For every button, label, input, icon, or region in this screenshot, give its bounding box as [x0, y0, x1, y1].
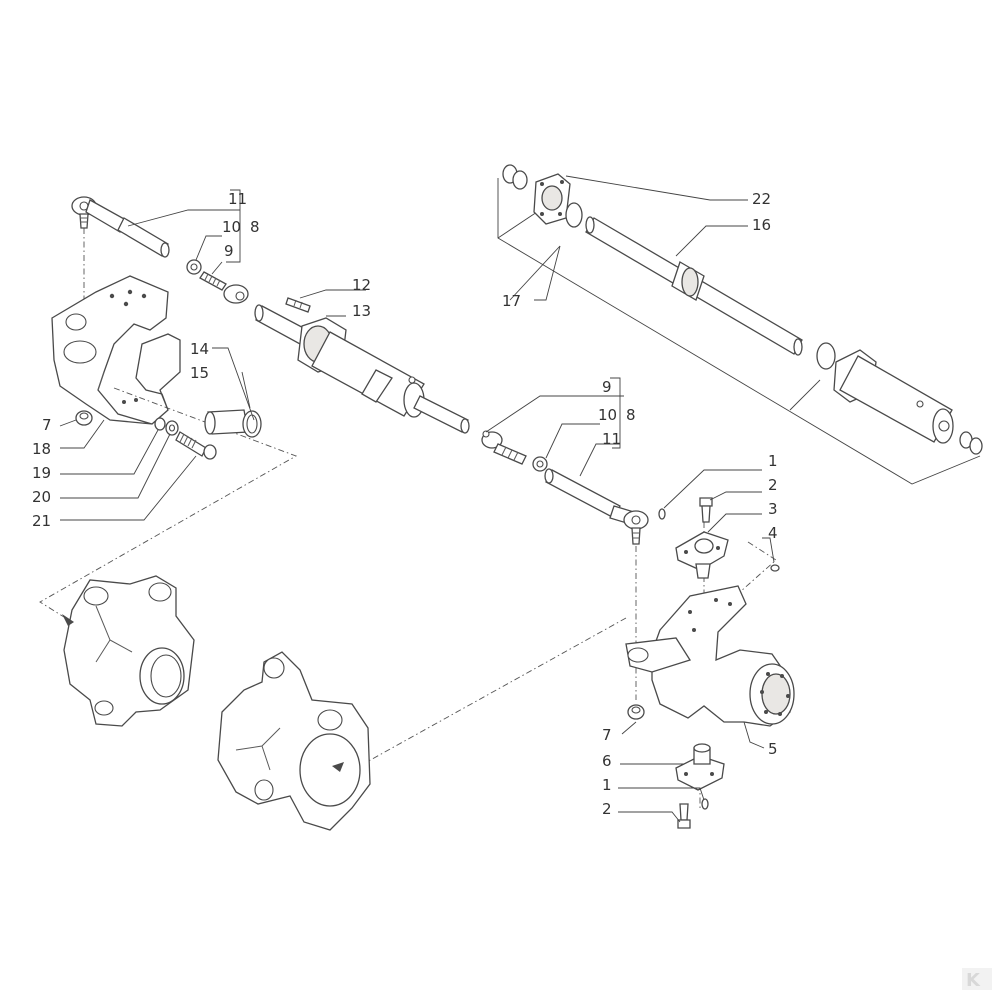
callout-4: 4 [768, 524, 778, 542]
left-steering-knuckle [51, 275, 181, 425]
right-castle-nut [627, 704, 645, 720]
callout-9-right: 9 [602, 378, 612, 396]
callout-5: 5 [768, 740, 778, 758]
grease-fitting-bottom [701, 798, 709, 810]
cylinder-piston-rod [585, 216, 803, 356]
callout-11-upper-left: 11 [228, 190, 247, 208]
shim-washer [770, 564, 780, 572]
steering-cylinder [254, 304, 470, 434]
pivot-bushing [204, 409, 262, 438]
callout-8-right: 8 [626, 406, 636, 424]
callout-8-upper-left: 8 [250, 218, 260, 236]
callout-12: 12 [352, 276, 371, 294]
knuckle-washers [154, 417, 179, 436]
callout-1-lower: 1 [602, 776, 612, 794]
callout-10-right: 10 [598, 406, 617, 424]
callout-13: 13 [352, 302, 371, 320]
leader-lines [59, 175, 775, 823]
callout-15: 15 [190, 364, 209, 382]
callout-7-left: 7 [42, 416, 52, 434]
left-castle-nut [75, 410, 93, 426]
callout-21: 21 [32, 512, 51, 530]
callout-2-upper: 2 [768, 476, 778, 494]
knuckle-view-alt-1 [63, 575, 195, 727]
callout-9-upper-left: 9 [224, 242, 234, 260]
arrow-markers [62, 614, 344, 772]
cylinder-o-ring [565, 202, 583, 228]
king-pin-cap-bottom [675, 743, 725, 791]
king-pin-bolt-bottom [677, 803, 691, 829]
callout-20: 20 [32, 488, 51, 506]
king-pin-cap-top [675, 531, 729, 579]
brand-logo: K [962, 968, 992, 991]
piston-seal [816, 342, 836, 370]
callout-labels: 11 10 8 9 12 13 14 15 7 18 19 20 21 22 1… [32, 190, 778, 818]
knuckle-bolt [175, 431, 217, 460]
brand-logo-letter: K [966, 970, 981, 991]
seal-rings-bottom [959, 431, 983, 455]
callout-2-lower: 2 [602, 800, 612, 818]
callout-11-right: 11 [602, 430, 621, 448]
cylinder-barrel [833, 349, 954, 444]
mounting-bolt-12 [285, 297, 311, 313]
callout-17: 17 [502, 292, 521, 310]
callout-7-right: 7 [602, 726, 612, 744]
callout-3: 3 [768, 500, 778, 518]
callout-22: 22 [752, 190, 771, 208]
callout-1-upper: 1 [768, 452, 778, 470]
right-steering-knuckle [625, 585, 795, 727]
left-tie-rod-end [71, 196, 127, 233]
right-tie-rod-end [609, 505, 649, 545]
callout-10-upper-left: 10 [222, 218, 241, 236]
left-inner-ball-joint [199, 271, 249, 304]
seal-rings-top [502, 164, 528, 190]
knuckle-view-alt-2 [217, 651, 371, 831]
grease-fitting [658, 508, 666, 520]
callout-6: 6 [602, 752, 612, 770]
seal-kit-outline [497, 178, 981, 485]
callout-14: 14 [190, 340, 209, 358]
callout-16: 16 [752, 216, 771, 234]
right-tie-rod-tube [544, 468, 621, 519]
king-pin-bolt-top [699, 497, 713, 523]
left-tie-rod-tube [117, 217, 170, 258]
callout-19: 19 [32, 464, 51, 482]
callout-18: 18 [32, 440, 51, 458]
cylinder-mount-flange [533, 173, 571, 225]
right-inner-ball-joint [481, 430, 527, 465]
